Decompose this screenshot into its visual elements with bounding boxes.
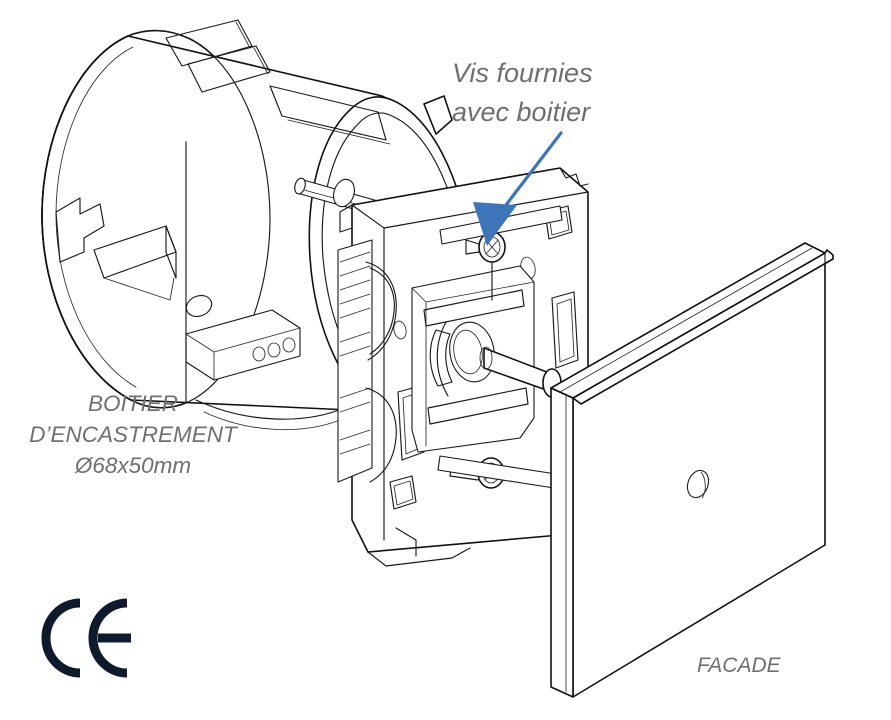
faceplate-left-edge	[550, 387, 574, 698]
contact-spring-lower	[365, 387, 397, 483]
box-top-rib-2	[187, 45, 271, 93]
callout-leader-line	[494, 131, 563, 220]
terminal-hole-2	[267, 342, 281, 358]
screw-top-washer	[465, 239, 480, 255]
box-top-rib-edge-2	[253, 47, 269, 75]
box-back-rim-left	[41, 35, 132, 401]
frame-right-notch-top	[559, 167, 589, 187]
faceplate-bottom-edge	[572, 544, 826, 698]
fin-5	[339, 307, 371, 319]
fin-11	[339, 443, 371, 455]
labels-group: Vis fournies avec boitier BOITIER D’ENCA…	[29, 58, 781, 677]
label-box-line2: D’ENCASTREMENT	[29, 422, 239, 447]
box-inner-rib-cap	[165, 225, 177, 279]
box-keyway-notch	[55, 197, 105, 263]
label-box-line3: Ø68x50mm	[74, 453, 191, 478]
fin-4	[339, 293, 371, 305]
box-side-rib-upper-inner	[287, 119, 391, 145]
fin-2	[339, 265, 371, 277]
faceplate-indicator-hole	[686, 469, 710, 499]
box-ear-top	[423, 95, 453, 135]
screw-collar	[333, 178, 355, 208]
actuator-rod-base	[479, 346, 493, 370]
box-side-rib-upper	[269, 85, 387, 141]
fin-1	[339, 251, 371, 263]
box-bottom-rim-curve-inner	[203, 411, 341, 431]
callout-screws-line1: Vis fournies	[452, 58, 593, 88]
ce-mark-c	[41, 598, 81, 678]
frame-slot-mid-right	[551, 291, 579, 369]
rocker-hub	[449, 321, 495, 383]
fin-7	[339, 345, 371, 357]
screw-shaft-upper-head	[294, 177, 306, 195]
mechanism-top-bar	[423, 289, 525, 327]
box-back-rim-right	[127, 30, 271, 409]
frame-slot-mid-right-inner	[556, 298, 575, 363]
fin-6	[339, 331, 371, 343]
frame-bottom-tab	[367, 547, 471, 567]
terminal-strip-top-edge	[213, 327, 301, 353]
fin-10	[339, 429, 371, 441]
frame-hole-left	[393, 320, 407, 340]
terminal-fins-group	[337, 239, 373, 483]
cam-lever-left	[429, 329, 453, 387]
terminal-hole-1	[252, 346, 266, 362]
mechanism-group	[337, 167, 589, 567]
callout-screws-line2: avec boitier	[452, 97, 591, 127]
terminal-hole-3	[282, 337, 296, 353]
faceplate-group	[550, 242, 834, 698]
faceplate-top-slab-line	[559, 247, 813, 393]
callout-arrowhead	[473, 202, 517, 246]
box-top-rib-1	[165, 19, 253, 67]
box-bottom-rim-curve	[195, 399, 345, 420]
label-box-line1: BOITIER	[88, 391, 178, 416]
cam-lever-left-edge	[436, 321, 449, 397]
box-top-rib-edge-1	[235, 21, 251, 49]
mechanism-bottom-bar	[427, 387, 529, 425]
contact-spring-upper-2	[369, 267, 395, 355]
ce-mark-group	[41, 598, 131, 678]
ce-mark-e-arc	[88, 598, 128, 678]
contact-spring-upper	[365, 261, 397, 361]
fin-3	[339, 279, 371, 291]
frame-slot-bottom-left	[389, 475, 417, 510]
box-boss-oval	[185, 294, 213, 318]
frame-bottom-detail	[395, 527, 417, 557]
box-inner-rib-lower-edge	[103, 277, 175, 301]
callout-leader-group	[473, 131, 563, 246]
faceplate-indicator-hole-inner	[700, 471, 706, 499]
label-faceplate: FACADE	[697, 654, 782, 677]
frame-top-left-claw	[339, 204, 353, 233]
fin-9	[339, 401, 371, 413]
frame-slot-bottom-left-inner	[393, 480, 414, 506]
terminal-block-left	[337, 239, 373, 483]
fin-8	[339, 387, 371, 399]
